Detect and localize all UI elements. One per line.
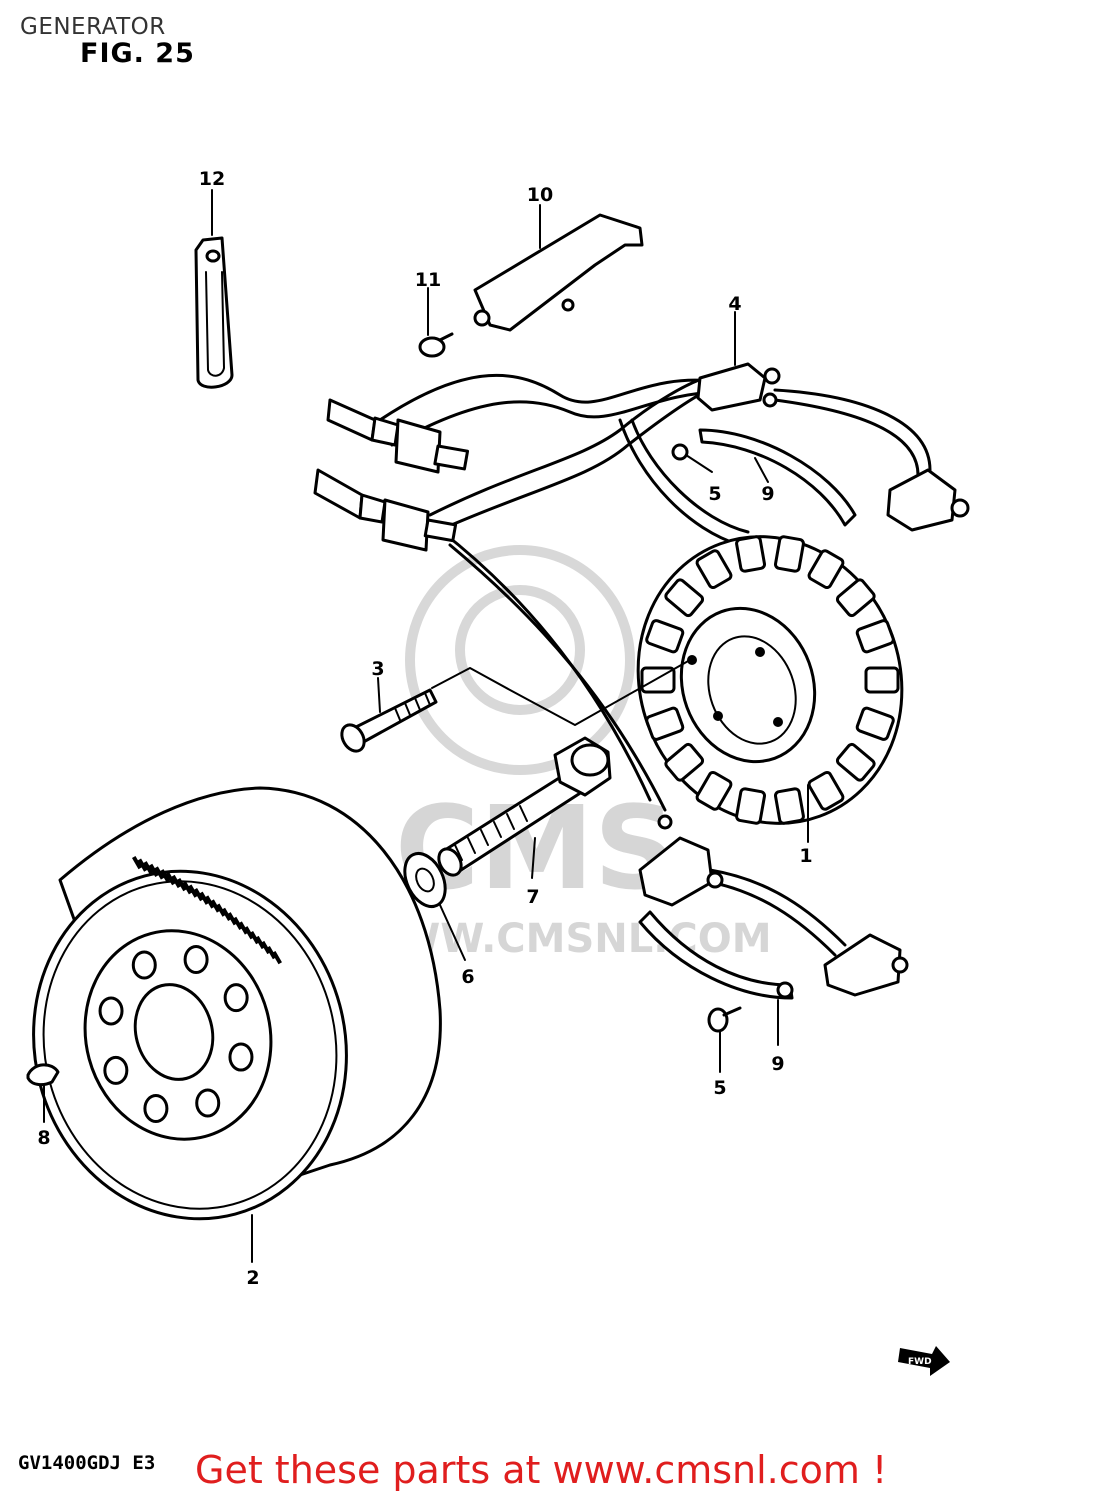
callout-2: 2 [246,1267,259,1289]
gear-tooth [227,912,238,926]
stator-coil [855,619,895,654]
callout-8: 8 [37,1127,50,1149]
stator-coil [695,770,733,811]
gear-tooth [182,881,193,895]
gear-tooth [137,858,148,872]
part-7-bolt [437,736,612,877]
rotor-hole [98,996,124,1026]
part-4-grommet [696,362,781,412]
gear-tooth [210,899,221,913]
gear-tooth [165,871,176,886]
rotor-hole [103,1055,129,1085]
gear-tooth [148,863,159,877]
rotor-hole [131,950,157,980]
callout-12: 12 [199,168,225,190]
part-9-clamp-upper [671,428,857,527]
gear-tooth [131,856,142,870]
stator-coil [835,742,876,782]
harness-connector-lower [313,468,458,552]
rotor-hole [143,1094,169,1124]
callout-5-lower: 5 [713,1077,726,1099]
harness-connector-upper [326,398,470,474]
fwd-label: FWD [908,1357,932,1367]
figure-number: FIG. 25 [80,38,195,69]
stator-coil [735,787,767,825]
gear-tooth [215,903,226,917]
stator-coil [645,706,685,741]
gear-tooth [171,874,182,889]
part-12-clamp-band [194,236,234,389]
wiring-harness [378,373,932,957]
rotor-hole [228,1042,254,1072]
watermark-logo-ring [405,545,635,775]
watermark-logo-face [455,585,585,715]
gear-tooth [193,887,204,902]
part-3-screw [340,659,691,753]
model-code: GV1400GDJ E3 [18,1452,156,1474]
part-9-clamp-lower [638,910,794,1000]
stator-coil [807,770,845,811]
stator-coil [855,706,895,741]
rotor-hole [195,1088,221,1118]
leader-lines [43,189,809,1263]
pickup-connector-upper [886,468,970,532]
stator-coil [773,787,805,825]
stator-coil [664,578,705,618]
stator-coil [664,742,705,782]
stator-coil [645,619,685,654]
part-2-rotor [32,786,442,1221]
gear-tooth [154,866,165,880]
callout-numbers: 12 10 11 4 5 9 3 1 7 6 8 2 5 9 [37,168,812,1289]
callout-3: 3 [371,658,384,680]
callout-11: 11 [415,269,441,291]
part-6-washer [403,852,447,908]
gear-tooth [232,916,243,930]
stator-coil [807,549,845,590]
callout-9-lower: 9 [771,1053,784,1075]
part-11-screw [418,332,454,358]
callout-4: 4 [728,293,741,315]
part-5-screw-lower [707,1006,742,1033]
callout-5-upper: 5 [708,483,721,505]
rotor-hole [183,944,209,974]
diagram-title: GENERATOR [20,14,166,40]
gear-tooth [159,869,170,883]
gear-tooth [176,877,187,892]
gear-tooth [199,891,210,905]
callout-7: 7 [526,886,539,908]
gear-tooth [143,861,154,875]
callout-9-upper: 9 [761,483,774,505]
stator-coil [695,549,733,590]
promo-link[interactable]: Get these parts at www.cmsnl.com ! [195,1448,888,1492]
forward-direction-arrow: FWD [898,1346,950,1376]
stator-coil [864,666,900,694]
callout-10: 10 [527,184,553,206]
stator-coil [773,535,805,573]
gear-tooth [204,895,215,909]
rotor-hole [223,983,249,1013]
stator-coil [735,535,767,573]
gear-tooth [271,951,282,965]
stator-coil [835,578,876,618]
callout-6: 6 [461,966,474,988]
pickup-connector-lower [823,933,909,997]
pickup-grommet-lower [638,814,724,907]
callout-1: 1 [799,845,812,867]
gear-tooth [221,907,232,922]
part-8-key [26,1063,60,1087]
gear-tooth [187,884,198,898]
part-1-stator [636,535,904,825]
part-10-plate [473,213,644,332]
